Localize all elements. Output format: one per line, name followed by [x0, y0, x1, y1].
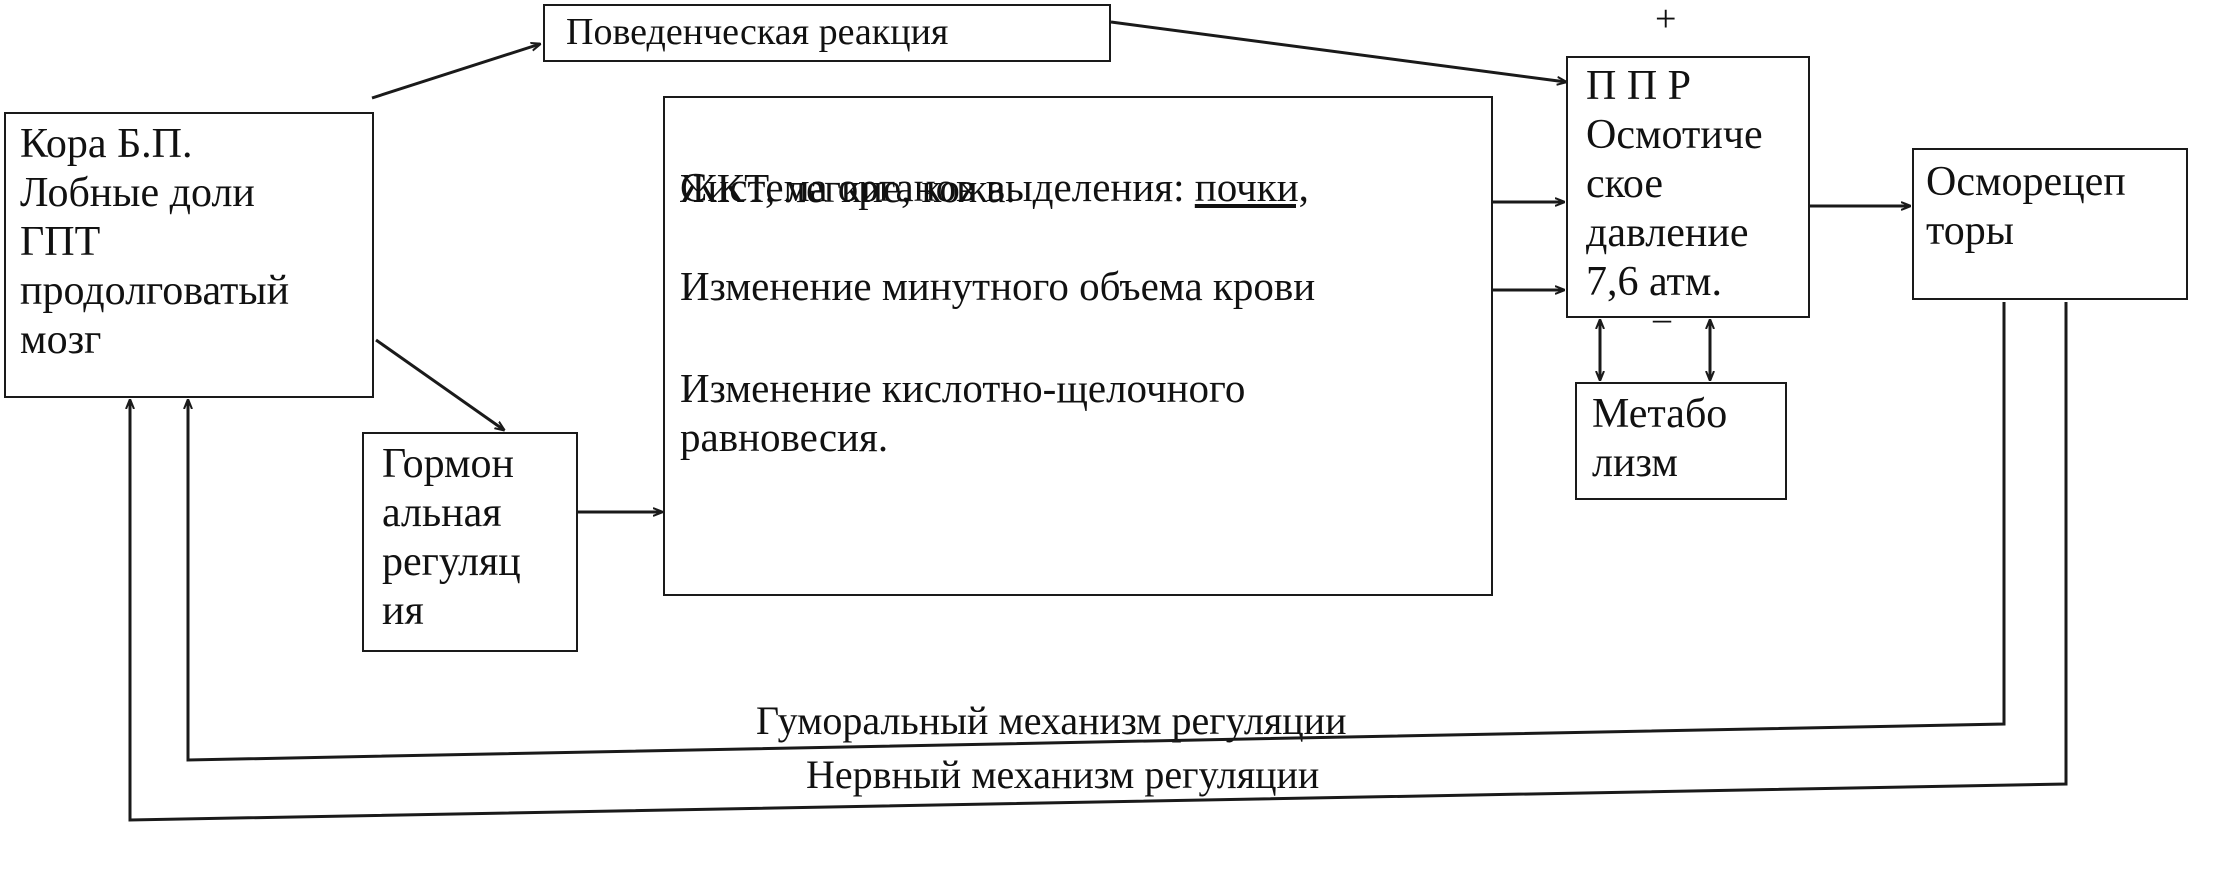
minus-sign: –: [1653, 298, 1671, 338]
arrow-cortex-to-hormonal: [375, 338, 504, 430]
nervous-feedback-line: [130, 302, 2068, 822]
hormonal-box: [362, 432, 578, 652]
cortex-text: Кора Б.П. Лобные доли ГПТ продолговатый …: [20, 121, 290, 363]
arrow-behavior-to-ppr: [1110, 20, 1566, 82]
excretion-box: [663, 96, 1493, 596]
excretion-line1: Система органов выделения: почки,: [680, 114, 1309, 212]
hormonal-text: Гормон альная регуляц ия: [382, 441, 521, 634]
behavior-text: Поведенческая реакция: [566, 11, 949, 53]
nervous-label: Нервный механизм регуляции: [806, 752, 1320, 797]
plus-sign: +: [1655, 0, 1677, 40]
osmoreceptors-text: Осморецеп торы: [1926, 159, 2126, 254]
humoral-feedback-line: [188, 302, 2006, 762]
excretion-line3: Изменение минутного объема крови: [680, 263, 1316, 309]
ppr-text: П П Р Осмотиче ское давление 7,6 атм.: [1586, 63, 1763, 305]
excretion-kidneys: почки,: [1194, 164, 1309, 210]
excretion-line2: ЖКТ, легкие, кожа.: [680, 165, 1016, 211]
osmoreceptors-box: [1912, 148, 2188, 300]
humoral-label: Гуморальный механизм регуляции: [756, 698, 1347, 743]
behavior-box: [543, 4, 1111, 62]
cortex-box: [4, 112, 374, 398]
metabolism-text: Метабо лизм: [1592, 391, 1728, 486]
metabolism-box: [1575, 382, 1787, 500]
arrow-cortex-to-behavior: [371, 44, 540, 100]
excretion-systems-label: Система органов выделения:: [680, 164, 1195, 210]
excretion-line4: Изменение кислотно-щелочного рaвновесия.: [680, 365, 1246, 460]
ppr-box: [1566, 56, 1810, 318]
